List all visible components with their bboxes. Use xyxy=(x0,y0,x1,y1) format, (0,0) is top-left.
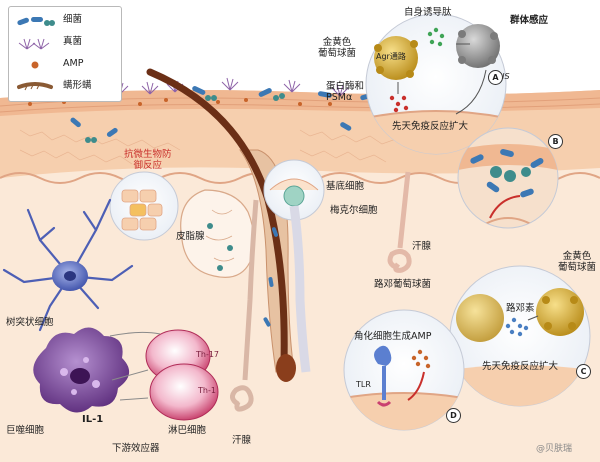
legend-item-fungus: 真菌 xyxy=(9,33,121,53)
bacteria-icon xyxy=(17,17,55,26)
label-sebaceous-gland: 皮脂腺 xyxy=(176,231,205,242)
s-aureus-colony-c xyxy=(536,288,584,336)
label-sweat-gland-bottom: 汗腺 xyxy=(232,435,252,446)
mite-icon xyxy=(17,82,53,91)
macrophage xyxy=(33,327,130,413)
legend-label: 真菌 xyxy=(63,36,83,47)
label-downstream-effector: 下游效应器 xyxy=(112,443,160,454)
legend-label: 细菌 xyxy=(63,14,83,25)
legend-label: 螨形螨 xyxy=(63,80,92,91)
label-th1: Th-1 xyxy=(198,386,216,395)
label-basal-cell: 基底细胞 xyxy=(326,181,365,192)
amp-dot-icon xyxy=(31,61,39,69)
lymphocyte-th1 xyxy=(149,363,219,421)
label-s-lugdunensis: 路邓葡萄球菌 xyxy=(374,279,432,290)
label-tlr: TLR xyxy=(356,380,371,389)
legend-item-mite: 螨形螨 xyxy=(9,77,121,97)
label-lymphocyte: 淋巴细胞 xyxy=(168,425,207,436)
label-merkel-cell: 梅克尔细胞 xyxy=(330,205,378,216)
protease-dots xyxy=(389,95,409,113)
badge-a: A xyxy=(488,70,503,85)
label-s-aureus-top: 金黄色 葡萄球菌 xyxy=(318,37,357,59)
s-aureus-colony-top xyxy=(374,36,418,80)
s-lugdunensis-colony-c xyxy=(456,294,504,342)
label-innate-top: 先天免疫反应扩大 xyxy=(392,121,469,132)
sweat-gland-bottom xyxy=(230,199,259,412)
label-antimicrobial-defense: 抗微生物防 御反应 xyxy=(124,149,172,171)
sebaceous-gland xyxy=(180,189,255,278)
amp-produced-dots xyxy=(411,349,431,369)
tlr-receptor xyxy=(374,345,392,407)
watermark: @贝肤瑞 xyxy=(536,444,573,454)
label-innate-bottom: 先天免疫反应扩大 xyxy=(482,361,559,372)
label-quorum-sensing: 群体感应 xyxy=(510,15,549,26)
badge-c: C xyxy=(576,364,591,379)
legend-label: AMP xyxy=(63,58,84,69)
legend-item-amp: AMP xyxy=(9,55,121,75)
label-s-aureus-right: 金黄色 葡萄球菌 xyxy=(558,251,597,273)
hair-bulb xyxy=(276,354,296,382)
label-autoinducing-peptide: 自身诱导肽 xyxy=(404,7,452,18)
badge-b: B xyxy=(548,134,563,149)
label-protease-psm: 蛋白酶和 PSMα xyxy=(326,81,365,103)
legend-item-bacteria: 细菌 xyxy=(9,11,121,31)
lugdunin-dots xyxy=(505,317,529,337)
cons-colony xyxy=(456,24,500,68)
fungus-icon xyxy=(18,38,50,50)
autoinducing-peptide-dots xyxy=(427,27,445,47)
label-lugdunin: 路邓素 xyxy=(506,303,535,314)
label-keratinocyte-amp: 角化细胞生成AMP xyxy=(354,331,432,342)
label-th17: Th-17 xyxy=(196,350,220,359)
label-macrophage: 巨噬细胞 xyxy=(6,425,45,436)
legend: 细菌 真菌 AMP 螨形螨 xyxy=(8,6,122,102)
badge-d: D xyxy=(446,408,461,423)
label-sweat-gland-right: 汗腺 xyxy=(412,241,432,252)
label-dendritic-cell: 树突状细胞 xyxy=(6,317,54,328)
sweat-gland-right xyxy=(387,171,412,273)
label-il1: IL-1 xyxy=(82,414,104,425)
label-agr: Agr通路 xyxy=(376,52,406,61)
dendritic-cell xyxy=(2,198,134,332)
